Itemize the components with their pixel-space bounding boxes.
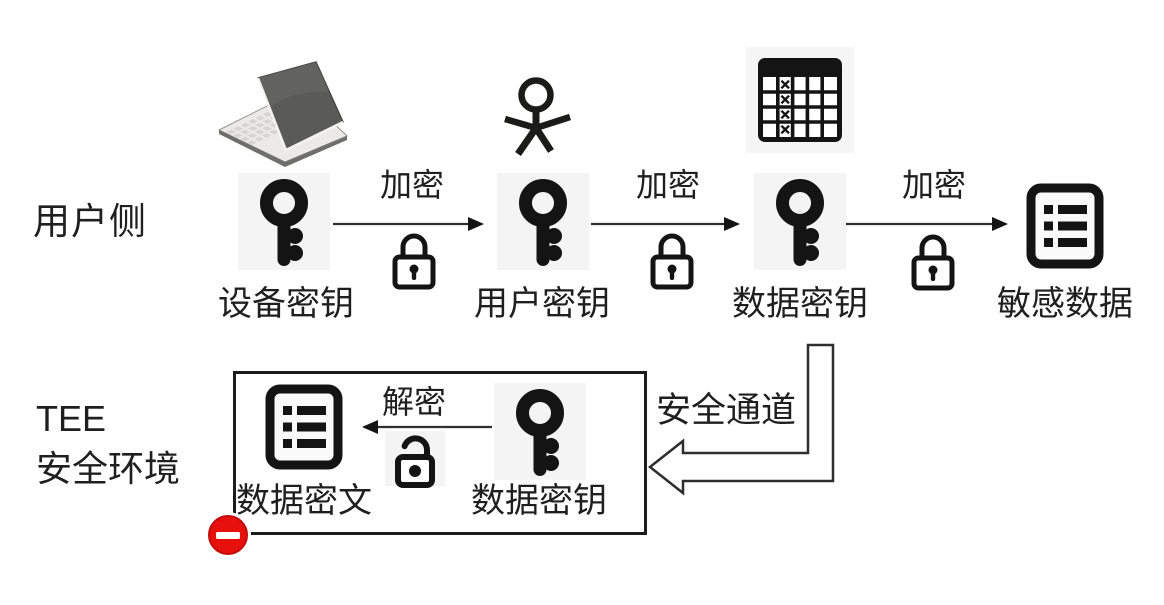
data-ciphertext-icon bbox=[264, 384, 344, 470]
data-key-icon bbox=[755, 173, 845, 270]
data-ciphertext-label: 数据密文 bbox=[236, 482, 372, 520]
user-key-label: 用户密钥 bbox=[474, 285, 610, 323]
tee-environment-box bbox=[233, 371, 647, 535]
no-entry-bar bbox=[216, 531, 240, 539]
device-key-label: 设备密钥 bbox=[218, 285, 354, 323]
user-key-icon bbox=[498, 173, 588, 270]
table-icon bbox=[756, 54, 844, 146]
sensitive-data-label: 敏感数据 bbox=[997, 285, 1133, 323]
tee-label-line2: 安全环境 bbox=[36, 448, 181, 489]
user-side-label: 用户侧 bbox=[33, 201, 147, 242]
tee-data-key-label: 数据密钥 bbox=[471, 482, 607, 520]
person-icon bbox=[500, 70, 578, 165]
encrypt-label-2: 加密 bbox=[635, 167, 700, 203]
tee-data-key-icon bbox=[495, 383, 585, 480]
no-entry-icon bbox=[208, 515, 248, 555]
data-key-label: 数据密钥 bbox=[732, 285, 868, 323]
secure-channel-label: 安全通道 bbox=[656, 391, 797, 430]
decrypt-label: 解密 bbox=[381, 384, 446, 420]
open-lock-icon bbox=[389, 432, 441, 490]
device-key-icon bbox=[239, 173, 329, 270]
closed-lock-icon-1 bbox=[392, 228, 436, 290]
encrypt-label-3: 加密 bbox=[901, 167, 966, 203]
closed-lock-icon-3 bbox=[911, 229, 955, 291]
sensitive-data-icon bbox=[1025, 183, 1105, 269]
tee-label-line1: TEE bbox=[36, 398, 107, 439]
closed-lock-icon-2 bbox=[650, 228, 694, 290]
encrypt-label-1: 加密 bbox=[379, 167, 444, 203]
laptop-icon bbox=[213, 52, 348, 167]
